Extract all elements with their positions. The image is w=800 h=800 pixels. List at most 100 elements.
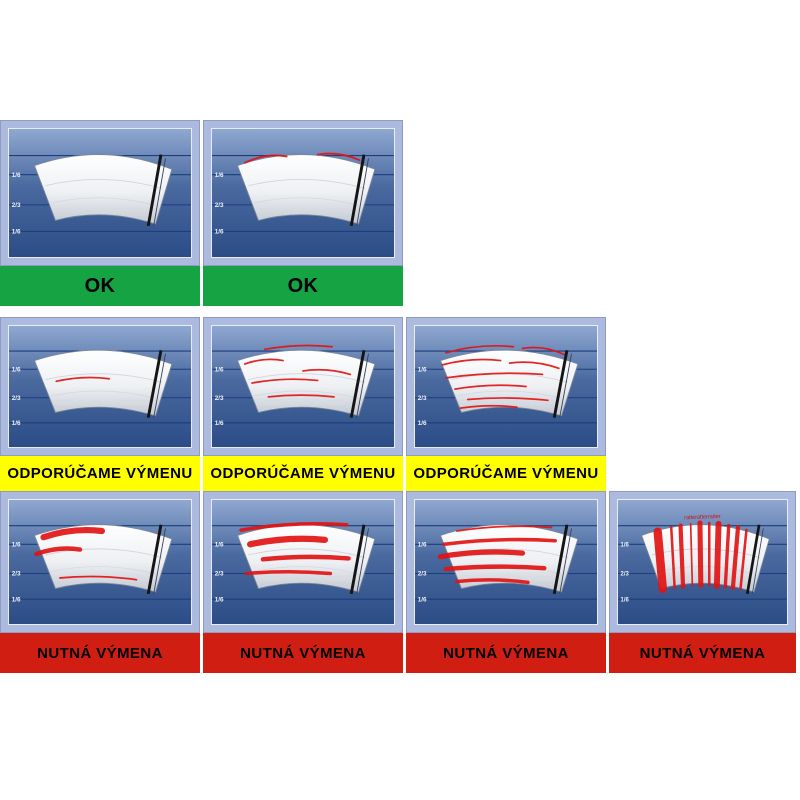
wear-streak bbox=[55, 376, 111, 383]
wear-streak bbox=[689, 523, 694, 587]
sweep-reflection-line bbox=[50, 197, 157, 207]
wiper-blade-shadow bbox=[356, 528, 369, 594]
wear-streak bbox=[466, 397, 549, 402]
wiper-sweep-area bbox=[33, 349, 173, 417]
status-band-label: NUTNÁ VÝMENA bbox=[639, 644, 766, 662]
zone-label: 1/6 bbox=[418, 367, 427, 374]
zone-label: 1/6 bbox=[12, 420, 21, 427]
wiper-sweep-area bbox=[33, 524, 173, 593]
wear-streak bbox=[678, 523, 686, 590]
wear-streak bbox=[239, 522, 349, 532]
windshield-graphic: 1/62/31/6 ratteratterratter bbox=[618, 500, 787, 624]
zone-label: 1/6 bbox=[12, 596, 21, 603]
windshield-panel: 1/6 2/3 1/6 bbox=[211, 128, 395, 258]
wear-streak bbox=[445, 344, 515, 354]
status-band-label: NUTNÁ VÝMENA bbox=[443, 644, 569, 662]
wear-streak bbox=[454, 384, 527, 390]
wear-streak bbox=[260, 554, 351, 562]
zone-label: 2/3 bbox=[418, 571, 427, 578]
zone-label: 2/3 bbox=[215, 571, 224, 578]
status-band-label: OK bbox=[84, 274, 116, 297]
wear-streak bbox=[669, 526, 676, 590]
zone-label: 2/3 bbox=[621, 572, 630, 578]
sweep-reflection-line bbox=[45, 178, 163, 189]
wiper-blade-shadow bbox=[559, 353, 572, 418]
wear-streak bbox=[302, 368, 352, 376]
zone-label: 1/6 bbox=[215, 229, 224, 236]
status-band-label: NUTNÁ VÝMENA bbox=[37, 644, 163, 662]
zone-label: 1/6 bbox=[418, 542, 427, 549]
status-band-label: OK bbox=[287, 274, 319, 297]
wear-streak bbox=[442, 537, 557, 547]
wear-streak bbox=[437, 549, 526, 560]
zone-label: 2/3 bbox=[12, 395, 21, 402]
wear-streak bbox=[455, 525, 553, 532]
sweep-reflection-line bbox=[50, 566, 157, 575]
wiper-blade bbox=[552, 349, 569, 418]
wear-streak bbox=[521, 346, 566, 356]
wear-streak bbox=[723, 523, 731, 589]
windshield-panel: 1/6 2/3 1/6 bbox=[8, 499, 192, 625]
wiper-blade-shadow bbox=[356, 353, 369, 418]
wear-streak bbox=[59, 575, 138, 581]
sweep-reflection-line bbox=[45, 548, 163, 558]
wiper-blade-shadow bbox=[559, 528, 572, 594]
status-band-label: ODPORÚČAME VÝMENU bbox=[7, 465, 193, 482]
zone-label: 1/6 bbox=[215, 596, 224, 603]
status-band-required-r3c1: NUTNÁ VÝMENA bbox=[0, 633, 200, 673]
wiper-sweep-area bbox=[236, 349, 376, 417]
wear-streak bbox=[697, 520, 704, 588]
sweep-reflection-line bbox=[248, 548, 366, 558]
wear-streak bbox=[316, 152, 361, 161]
status-band-ok-r1c1: OK bbox=[0, 266, 200, 306]
sweep-reflection-line bbox=[456, 390, 563, 399]
status-band-label: NUTNÁ VÝMENA bbox=[240, 644, 366, 662]
sweep-reflection-line bbox=[253, 390, 360, 399]
wear-streak bbox=[730, 525, 741, 590]
wiper-blade bbox=[745, 524, 761, 595]
zone-label: 1/6 bbox=[12, 172, 21, 179]
zone-label: 1/6 bbox=[12, 542, 21, 549]
zone-label: 2/3 bbox=[215, 202, 224, 209]
wear-streak bbox=[508, 361, 560, 370]
wiper-blade-shadow bbox=[153, 528, 166, 594]
wear-streak bbox=[40, 526, 106, 541]
wear-streak bbox=[459, 404, 518, 409]
zone-label: 2/3 bbox=[418, 395, 427, 402]
windshield-graphic: 1/6 2/3 1/6 bbox=[9, 500, 191, 624]
wiper-blade-shadow bbox=[751, 528, 764, 594]
zone-label: 1/6 bbox=[621, 542, 630, 548]
wear-streak bbox=[455, 578, 530, 585]
status-band-recommend-r2c1: ODPORÚČAME VÝMENU bbox=[0, 456, 200, 491]
wiper-blade bbox=[146, 349, 163, 418]
zone-label: 1/6 bbox=[215, 172, 224, 179]
wiper-condition-cell-r3c1: 1/6 2/3 1/6 bbox=[0, 491, 200, 633]
zone-label: 1/6 bbox=[215, 367, 224, 374]
wear-streak bbox=[247, 535, 329, 548]
wiper-blade bbox=[349, 349, 366, 418]
status-band-required-r3c2: NUTNÁ VÝMENA bbox=[203, 633, 403, 673]
status-band-required-r3c4: NUTNÁ VÝMENA bbox=[609, 633, 796, 673]
wear-streak bbox=[243, 154, 288, 164]
status-band-label: ODPORÚČAME VÝMENU bbox=[413, 465, 599, 482]
windshield-graphic: 1/62/31/6 bbox=[9, 129, 191, 257]
wear-streak bbox=[263, 344, 334, 351]
windshield-graphic: 1/62/31/6 bbox=[415, 326, 597, 447]
zone-label: 2/3 bbox=[12, 571, 21, 578]
windshield-graphic: 1/6 2/3 1/6 bbox=[212, 129, 394, 257]
wiper-blade-shadow bbox=[356, 158, 369, 226]
wear-streak bbox=[739, 528, 748, 590]
wear-streak bbox=[267, 394, 335, 398]
